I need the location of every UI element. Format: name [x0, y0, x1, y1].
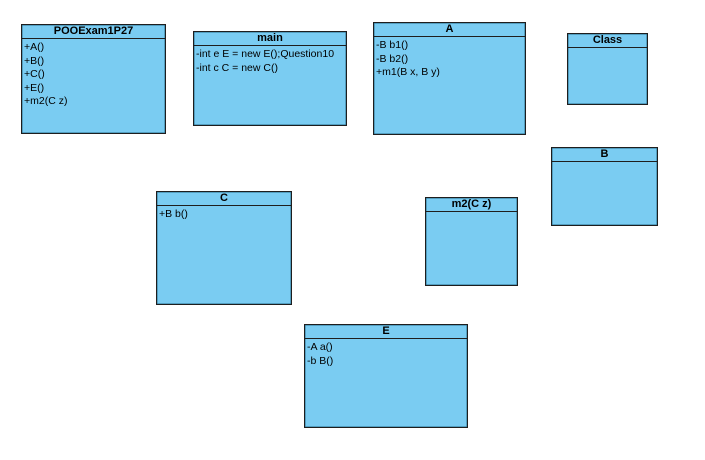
class-member: +B()	[24, 54, 45, 67]
class-member: -B b2()	[376, 52, 409, 65]
class-member: -B b1()	[376, 39, 409, 51]
class-members-m2	[426, 212, 517, 214]
class-name-a: A	[374, 23, 525, 37]
class-members-c: +B b()	[157, 206, 291, 222]
class-member: -int c C = new C()	[196, 61, 278, 74]
class-member: -int e E = new E();Question10	[196, 48, 335, 60]
class-box-pooexam1p27[interactable]: POOExam1P27 +A() +B() +C() +E() +m2(C z)	[21, 24, 166, 134]
class-box-b[interactable]: B	[551, 147, 658, 226]
class-member: -b B()	[307, 354, 334, 367]
class-name-m2: m2(C z)	[426, 198, 517, 212]
class-name-b: B	[552, 148, 657, 162]
class-box-main[interactable]: main -int e E = new E();Question10 -int …	[193, 31, 347, 126]
class-members-b	[552, 162, 657, 164]
class-box-e[interactable]: E -A a() -b B()	[304, 324, 468, 428]
class-member: +A()	[24, 41, 45, 53]
class-member: +m1(B x, B y)	[376, 66, 440, 78]
class-box-a[interactable]: A -B b1() -B b2() +m1(B x, B y)	[373, 22, 526, 135]
class-members-class	[568, 48, 647, 50]
class-member: -A a()	[307, 341, 333, 353]
class-box-m2[interactable]: m2(C z)	[425, 197, 518, 286]
class-members-pooexam1p27: +A() +B() +C() +E() +m2(C z)	[22, 39, 165, 109]
class-name-e: E	[305, 325, 467, 339]
class-member: +m2(C z)	[24, 95, 68, 107]
class-member: +C()	[24, 68, 45, 80]
class-members-a: -B b1() -B b2() +m1(B x, B y)	[374, 37, 525, 80]
class-members-main: -int e E = new E();Question10 -int c C =…	[194, 46, 346, 75]
class-box-c[interactable]: C +B b()	[156, 191, 292, 305]
class-name-pooexam1p27: POOExam1P27	[22, 25, 165, 39]
class-name-c: C	[157, 192, 291, 206]
class-members-e: -A a() -b B()	[305, 339, 467, 368]
class-member: +E()	[24, 81, 45, 94]
class-box-class[interactable]: Class	[567, 33, 648, 105]
class-name-class: Class	[568, 34, 647, 48]
class-member: +B b()	[159, 208, 188, 220]
class-name-main: main	[194, 32, 346, 46]
